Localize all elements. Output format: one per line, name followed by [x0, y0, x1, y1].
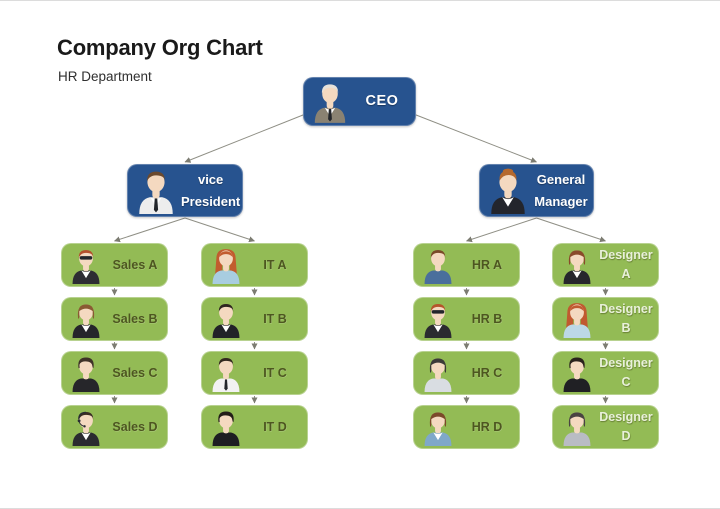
person-icon: [487, 168, 529, 214]
person-icon: [560, 301, 594, 338]
person-icon: [69, 355, 103, 392]
org-node-label: IT A: [243, 258, 307, 272]
org-node-label: HR B: [455, 312, 519, 326]
person-icon: [69, 301, 103, 338]
connector-vp-sales: [114, 217, 186, 243]
org-node-it-a: IT A: [201, 243, 308, 287]
connector-gm-designer: [536, 217, 606, 243]
person-icon: [69, 247, 103, 284]
org-node-label: Sales D: [103, 420, 167, 434]
person-icon: [560, 409, 594, 446]
org-node-label-line: B: [621, 321, 631, 335]
org-node-label: HR C: [455, 366, 519, 380]
person-icon: [421, 301, 455, 338]
person-icon: [421, 409, 455, 446]
org-node-label: HR A: [455, 258, 519, 272]
org-node-label-line: HR D: [471, 420, 503, 434]
org-node-label: Sales C: [103, 366, 167, 380]
org-node-hr-d: HR D: [413, 405, 520, 449]
org-node-label-line: Designer: [599, 301, 653, 316]
org-node-it-b: IT B: [201, 297, 308, 341]
org-node-label: HR D: [455, 420, 519, 434]
org-node-label-line: IT A: [263, 258, 287, 272]
org-node-it-d: IT D: [201, 405, 308, 449]
person-icon: [69, 409, 103, 446]
org-node-label-line: Designer: [599, 355, 653, 370]
org-node-label-line: IT D: [263, 420, 287, 434]
org-node-sales-d: Sales D: [61, 405, 168, 449]
org-node-label: IT D: [243, 420, 307, 434]
connector-gm-hr: [466, 217, 537, 243]
org-node-label-line: Designer: [599, 409, 653, 424]
org-node-label-line: A: [621, 267, 631, 281]
org-node-hr-b: HR B: [413, 297, 520, 341]
person-icon: [209, 355, 243, 392]
person-icon: [421, 247, 455, 284]
connector-ceo-vp: [184, 112, 309, 163]
org-node-label-line: Sales D: [112, 420, 158, 434]
connector-ceo-gm: [410, 112, 537, 163]
org-node-label-line: General: [536, 171, 586, 187]
person-icon: [209, 409, 243, 446]
org-node-label-line: HR A: [471, 258, 503, 272]
org-node-label-line: HR C: [471, 366, 503, 380]
org-node-label: IT C: [243, 366, 307, 380]
org-node-ceo: CEO: [303, 77, 416, 126]
org-node-sales-a: Sales A: [61, 243, 168, 287]
org-node-it-c: IT C: [201, 351, 308, 395]
person-icon: [421, 355, 455, 392]
connector-vp-it: [184, 217, 255, 243]
org-node-hr-a: HR A: [413, 243, 520, 287]
page-subtitle: HR Department: [58, 69, 152, 84]
org-node-label-line: Sales B: [112, 312, 158, 326]
person-icon: [135, 168, 177, 214]
org-node-label: Sales B: [103, 312, 167, 326]
org-node-sales-b: Sales B: [61, 297, 168, 341]
org-node-label-line: IT C: [263, 366, 287, 380]
org-node-label-line: Sales C: [112, 366, 158, 380]
org-node-label-line: Sales A: [112, 258, 158, 272]
person-icon: [311, 81, 349, 123]
org-node-label-line: HR B: [471, 312, 503, 326]
org-node-label: IT B: [243, 312, 307, 326]
person-icon: [560, 355, 594, 392]
org-node-label-line: C: [621, 375, 631, 389]
org-node-label: Sales A: [103, 258, 167, 272]
org-node-label-line: Manager: [534, 193, 588, 209]
person-icon: [209, 301, 243, 338]
org-node-label: CEO: [349, 89, 415, 113]
org-node-label-line: IT B: [263, 312, 287, 326]
org-node-label-line: vice: [197, 171, 224, 187]
person-icon: [209, 247, 243, 284]
org-node-label-line: President: [181, 193, 241, 209]
org-node-label-line: D: [621, 429, 631, 443]
page-title: Company Org Chart: [57, 35, 263, 60]
org-node-hr-c: HR C: [413, 351, 520, 395]
org-node-label-line: CEO: [365, 93, 399, 110]
org-node-label-line: Designer: [599, 247, 653, 262]
org-node-sales-c: Sales C: [61, 351, 168, 395]
person-icon: [560, 247, 594, 284]
